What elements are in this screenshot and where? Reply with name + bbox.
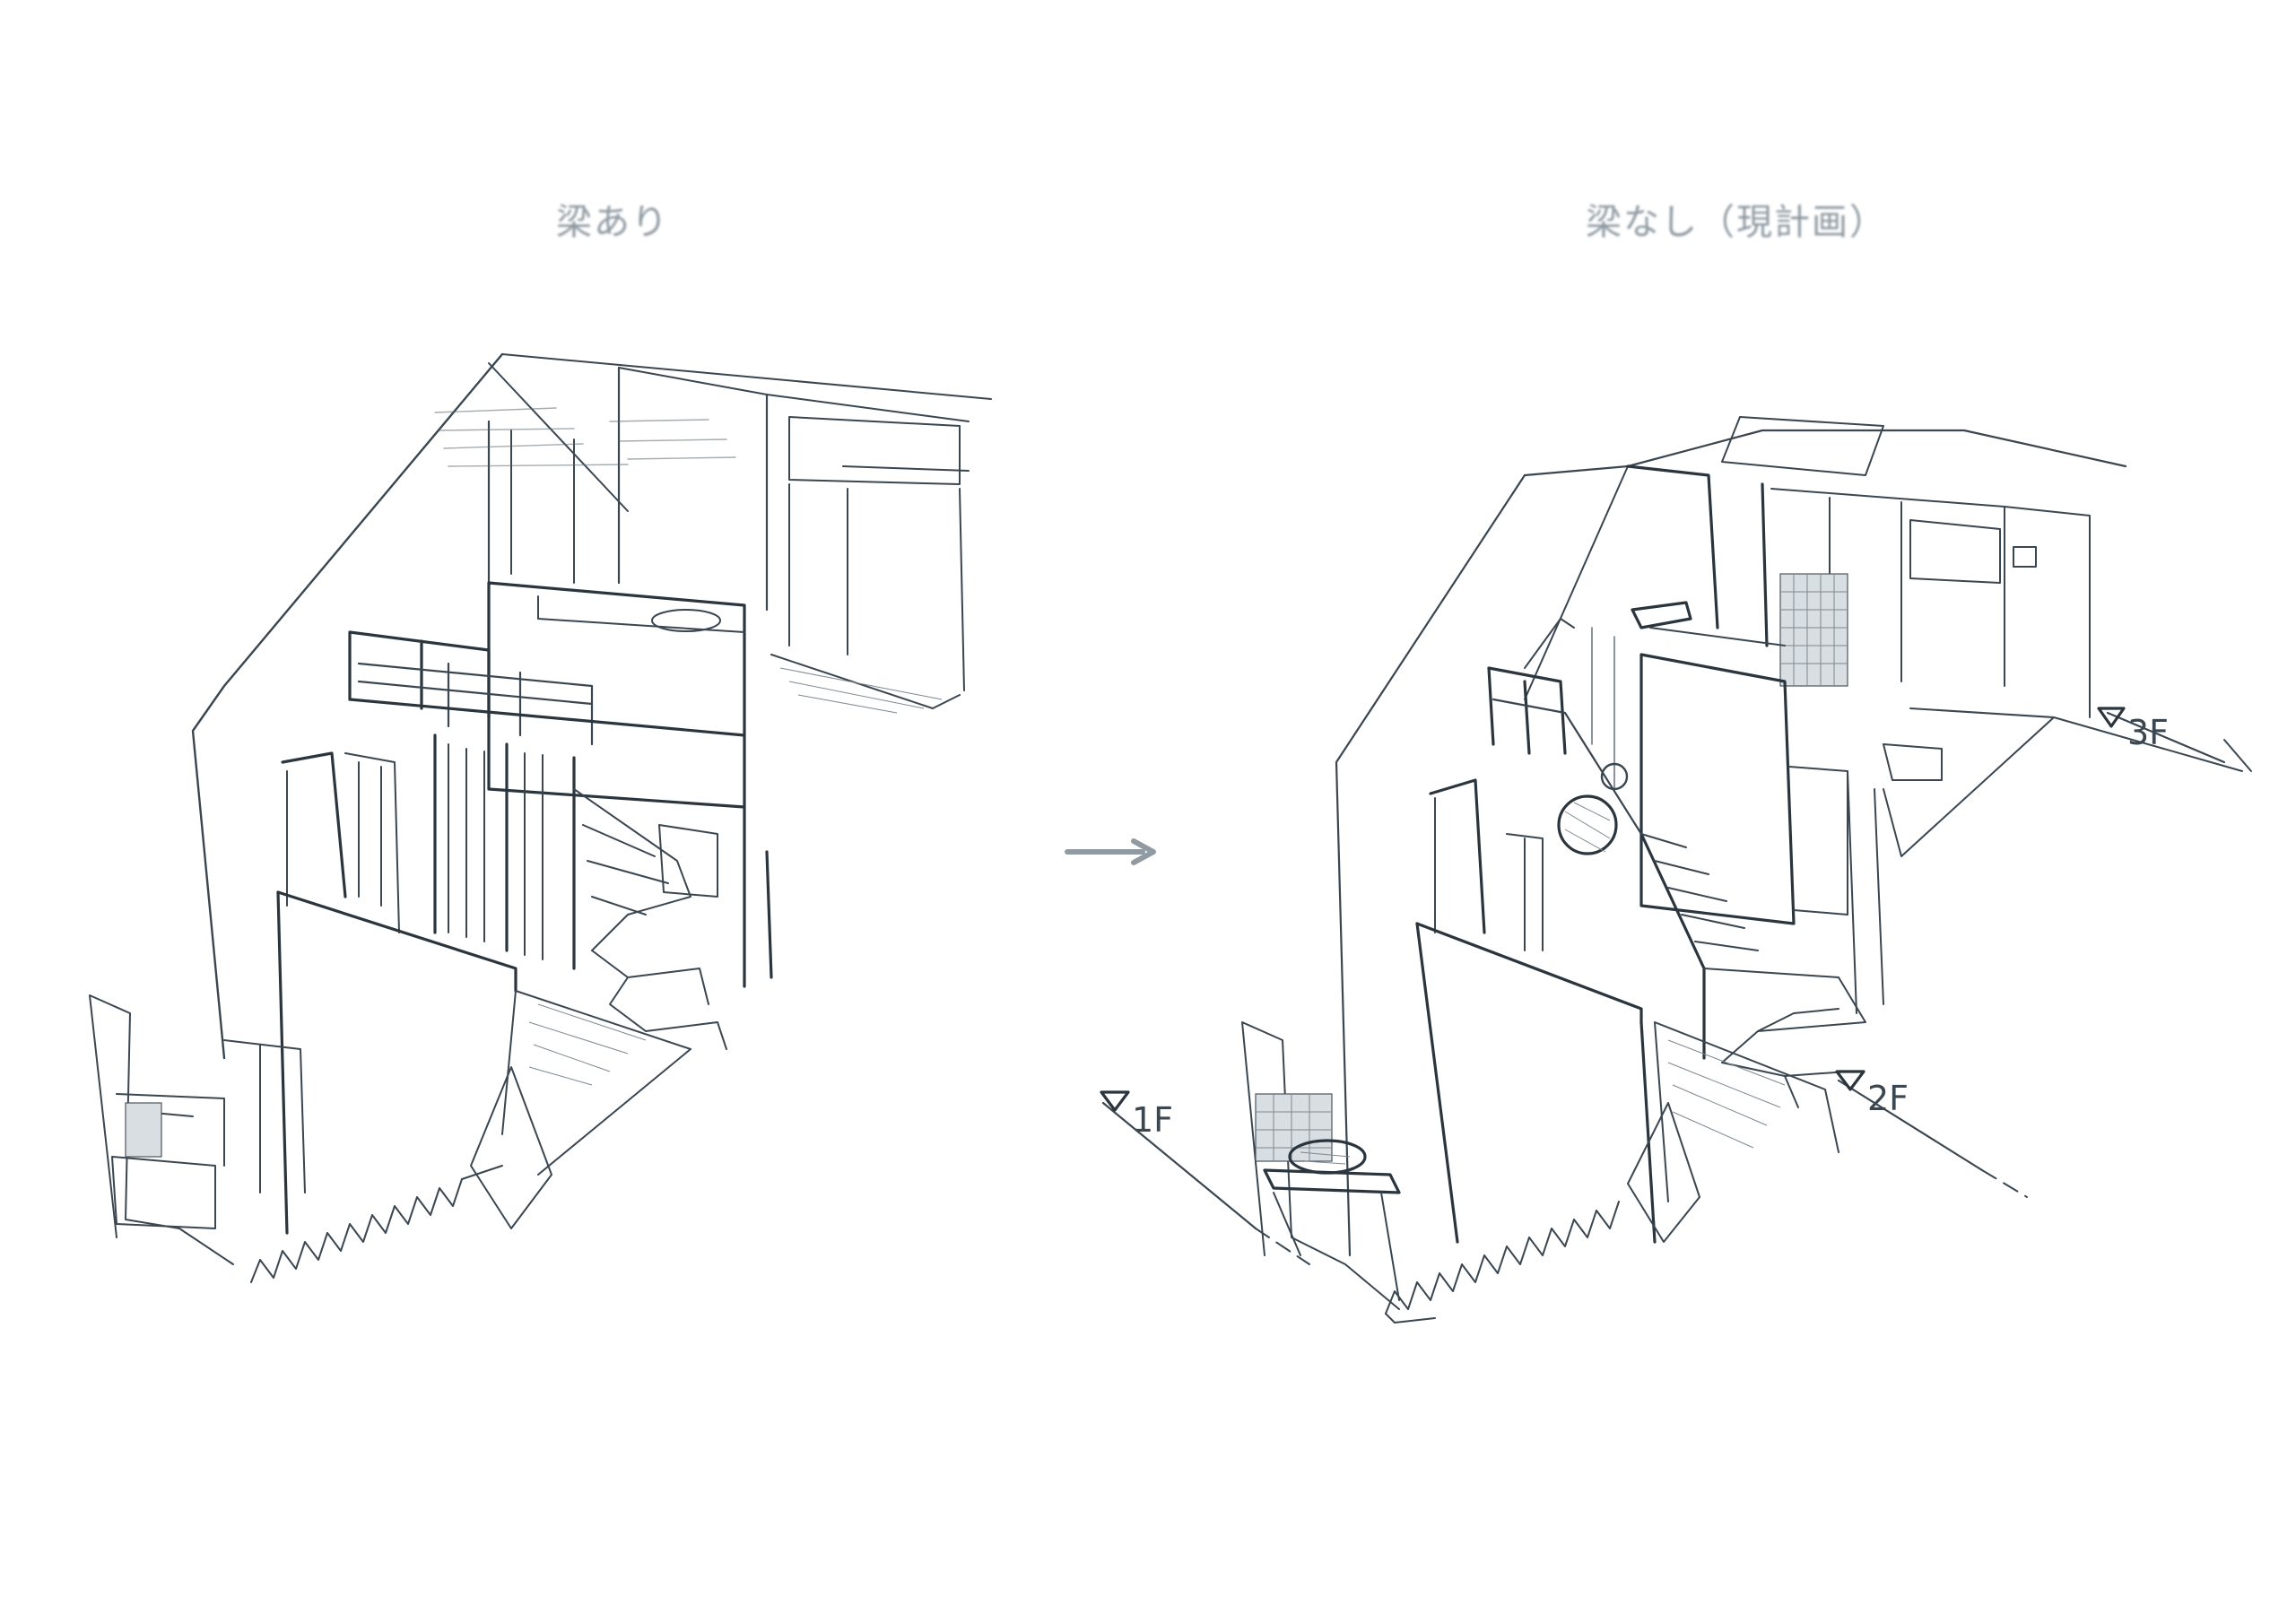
floor-marker-2f-icon (1835, 1070, 1866, 1091)
transition-arrow-icon (1065, 838, 1156, 865)
floor-marker-1f-icon (1100, 1090, 1130, 1112)
left-sketch-lines (89, 352, 992, 1283)
pendant-lamp-large-icon (1557, 794, 1618, 855)
right-sketch-title: 梁なし（現計画） (1586, 202, 1887, 243)
pendant-lamp-small-icon (1600, 762, 1629, 791)
right-wall-switch (2013, 546, 2037, 568)
floor-marker-3f-icon (2097, 707, 2126, 728)
floor-label-2f: 2F (1867, 1079, 1909, 1118)
floor-label-1f: 1F (1132, 1100, 1173, 1140)
left-smudge-overlay (434, 407, 736, 467)
right-grid-panel (1779, 573, 1848, 687)
right-sketch-lines: 1F 2F 3F (1100, 416, 2252, 1324)
floor-label-3f: 3F (2127, 713, 2169, 752)
vessel-basin-icon (1288, 1139, 1367, 1175)
left-tile-panel (125, 1102, 162, 1158)
left-sketch-title: 梁あり (556, 202, 669, 243)
